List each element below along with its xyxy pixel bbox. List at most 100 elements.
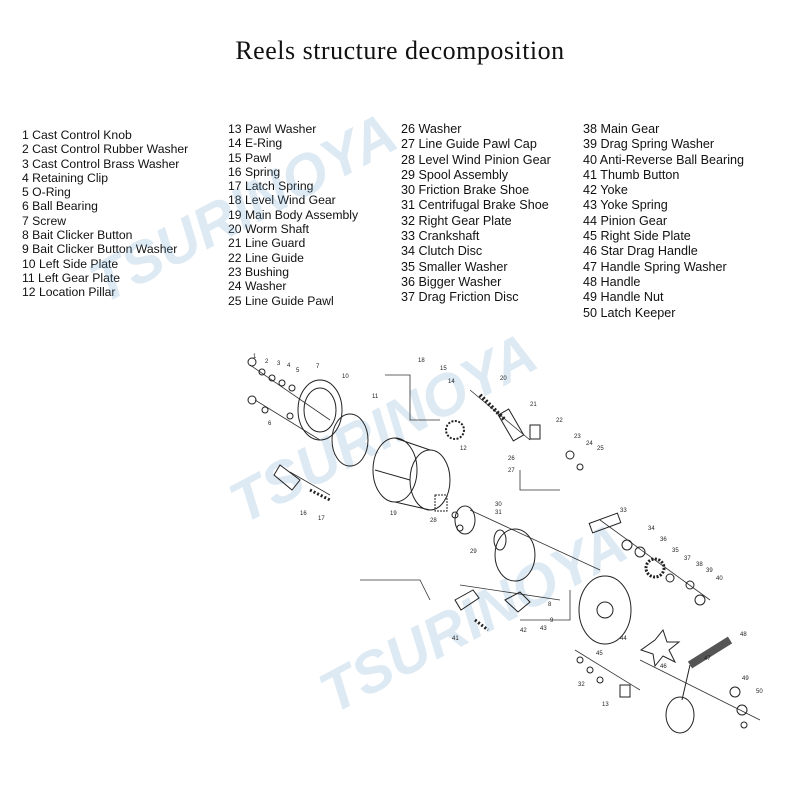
part-label: 23 Bushing <box>228 264 289 279</box>
parts-list-column-1: 1 Cast Control Knob 2 Cast Control Rubbe… <box>22 128 188 300</box>
callout-labels: 1 2 3 4 5 6 7 10 11 18 15 14 20 21 22 23… <box>253 354 763 708</box>
callout: 2 <box>265 359 269 365</box>
part-label: 18 Level Wind Gear <box>228 193 336 208</box>
callout: 44 <box>620 636 627 642</box>
part-label: 43 Yoke Spring <box>583 198 668 213</box>
part-label: 24 Washer <box>228 279 287 294</box>
part-label: 22 Line Guide <box>228 250 304 265</box>
callout: 23 <box>574 434 581 440</box>
callout: 32 <box>578 682 585 688</box>
part-label: 37 Drag Friction Disc <box>401 290 519 305</box>
assembly-guide-lines <box>249 364 761 721</box>
parts-list-column-3: 26 Washer 27 Line Guide Pawl Cap 28 Leve… <box>401 122 551 306</box>
callout: 7 <box>316 364 320 370</box>
part-label: 17 Latch Spring <box>228 179 314 194</box>
part-label: 50 Latch Keeper <box>583 305 676 320</box>
callout: 47 <box>704 656 711 662</box>
page-title: Reels structure decomposition <box>235 36 565 65</box>
part-label: 38 Main Gear <box>583 122 660 136</box>
callout: 38 <box>696 562 703 568</box>
callout: 29 <box>470 549 477 555</box>
part-label: 36 Bigger Washer <box>401 274 502 289</box>
callout: 42 <box>520 628 527 634</box>
callout: 34 <box>648 526 655 532</box>
callout: 22 <box>556 418 563 424</box>
callout: 9 <box>550 618 554 624</box>
handle <box>665 636 733 734</box>
callout: 33 <box>620 508 627 514</box>
part-label: 13 Pawl Washer <box>228 122 317 136</box>
parts-list-column-2: 13 Pawl Washer 14 E-Ring 15 Pawl 16 Spri… <box>228 122 358 308</box>
callout: 26 <box>508 456 515 462</box>
callout: 1 <box>253 354 257 360</box>
part-label: 42 Yoke <box>583 183 628 198</box>
crankshaft <box>588 512 622 534</box>
part-label: 4 Retaining Clip <box>22 170 109 185</box>
callout: 15 <box>440 366 447 372</box>
callout: 41 <box>452 636 459 642</box>
star-drag-handle <box>639 628 681 668</box>
callout: 6 <box>268 421 272 427</box>
callout: 45 <box>596 651 603 657</box>
part-label: 30 Friction Brake Shoe <box>401 183 530 198</box>
callout: 49 <box>742 676 749 682</box>
small-parts <box>247 357 748 729</box>
part-label: 3 Cast Control Brass Washer <box>22 156 180 171</box>
part-label: 19 Main Body Assembly <box>228 207 359 222</box>
callout: 8 <box>548 602 552 608</box>
part-label: 10 Left Side Plate <box>22 256 119 271</box>
callout: 14 <box>448 379 455 385</box>
part-label: 35 Smaller Washer <box>401 259 508 274</box>
callout: 20 <box>500 376 507 382</box>
part-label: 16 Spring <box>228 164 281 179</box>
callout: 36 <box>660 537 667 543</box>
part-label: 8 Bait Clicker Button <box>22 228 133 243</box>
part-label: 26 Washer <box>401 122 462 136</box>
right-gear-plate <box>494 528 536 582</box>
left-side-plate-inner <box>303 387 337 433</box>
part-label: 31 Centrifugal Brake Shoe <box>401 198 549 213</box>
callout: 3 <box>277 361 281 367</box>
callout: 10 <box>342 374 349 380</box>
left-side-plate <box>297 379 343 441</box>
part-label: 48 Handle <box>583 274 641 289</box>
callout: 5 <box>296 368 300 374</box>
part-label: 34 Clutch Disc <box>401 244 483 259</box>
part-label: 25 Line Guide Pawl <box>228 293 334 308</box>
parts-list-column-4: 38 Main Gear 39 Drag Spring Washer 40 An… <box>583 122 744 321</box>
callout: 27 <box>508 468 515 474</box>
part-label: 49 Handle Nut <box>583 290 664 305</box>
part-label: 45 Right Side Plate <box>583 229 691 244</box>
part-label: 41 Thumb Button <box>583 167 680 182</box>
callout: 24 <box>586 441 593 447</box>
main-body-assembly <box>372 437 451 511</box>
main-gear <box>644 557 666 579</box>
callout: 40 <box>716 576 723 582</box>
part-label: 28 Level Wind Pinion Gear <box>401 152 551 167</box>
part-label: 33 Crankshaft <box>401 229 480 244</box>
callout: 48 <box>740 632 747 638</box>
callout: 17 <box>318 516 325 522</box>
part-label: 12 Location Pillar <box>22 285 116 300</box>
callout: 19 <box>390 511 397 517</box>
callout: 12 <box>460 446 467 452</box>
part-label: 27 Line Guide Pawl Cap <box>401 137 537 152</box>
callout: 28 <box>430 518 437 524</box>
part-label: 2 Cast Control Rubber Washer <box>22 142 189 157</box>
part-label: 1 Cast Control Knob <box>22 128 132 142</box>
worm-shaft <box>478 393 507 422</box>
part-label: 11 Left Gear Plate <box>22 270 121 285</box>
right-side-plate <box>578 575 632 645</box>
callout: 50 <box>756 689 763 695</box>
part-label: 32 Right Gear Plate <box>401 213 512 228</box>
callout: 35 <box>672 548 679 554</box>
callout: 31 <box>495 510 502 516</box>
level-wind-gear <box>445 420 465 440</box>
callout: 30 <box>495 502 502 508</box>
callout: 11 <box>372 394 379 400</box>
part-label: 29 Spool Assembly <box>401 167 509 182</box>
callout: 37 <box>684 556 691 562</box>
callout: 18 <box>418 358 425 364</box>
part-label: 47 Handle Spring Washer <box>583 259 727 274</box>
